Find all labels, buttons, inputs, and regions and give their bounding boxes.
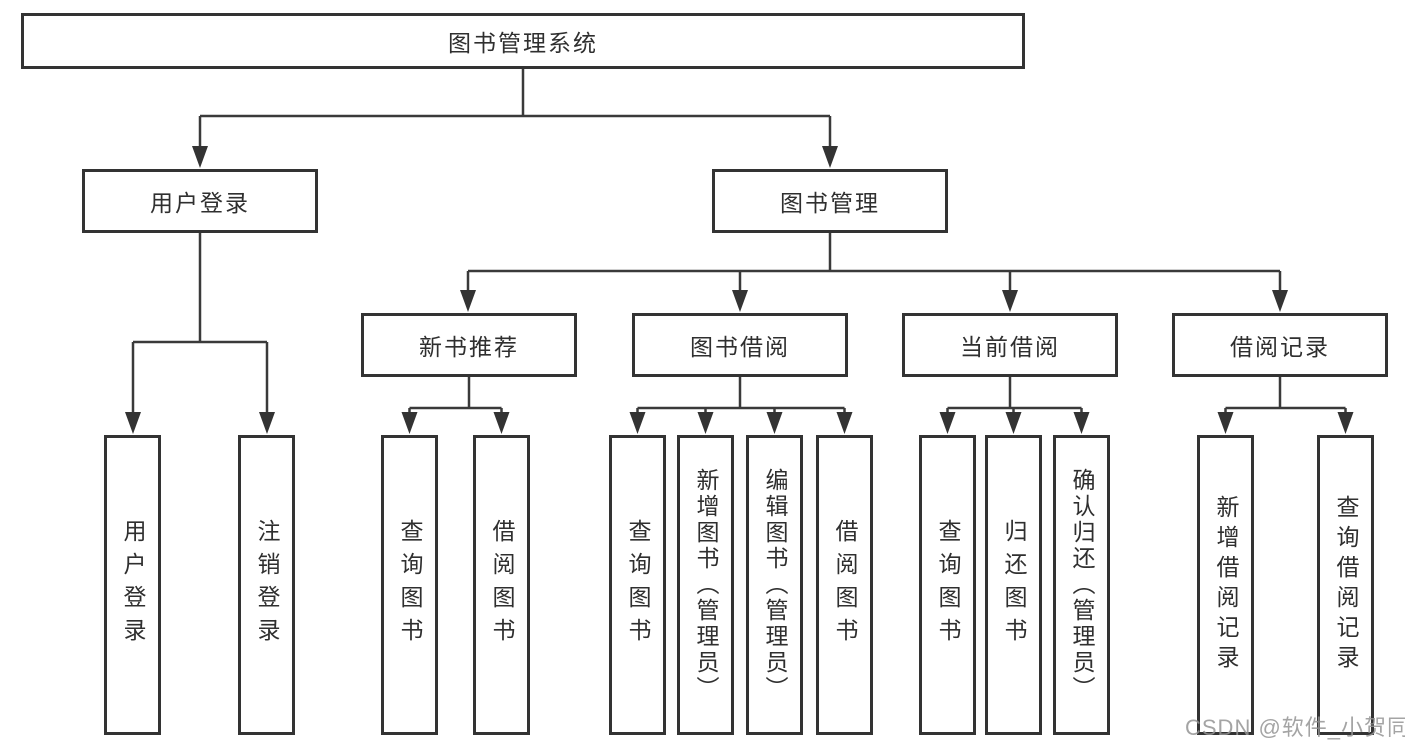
- leaf-borrow-books: 借阅图书: [473, 435, 530, 735]
- leaf-add-books-admin: 新增图书（管理员）: [677, 435, 734, 735]
- leaf-query-books-3: 查询图书: [919, 435, 976, 735]
- tree-edges: [131, 69, 1347, 412]
- node-current-borrowing: 当前借阅: [902, 313, 1118, 377]
- leaf-query-books-2: 查询图书: [609, 435, 666, 735]
- leaf-query-books: 查询图书: [381, 435, 438, 735]
- node-user-login: 用户登录: [82, 169, 318, 233]
- leaf-add-borrow-record: 新增借阅记录: [1197, 435, 1254, 735]
- node-book-borrowing: 图书借阅: [632, 313, 848, 377]
- leaf-query-borrow-record: 查询借阅记录: [1317, 435, 1374, 735]
- leaf-confirm-return-admin: 确认归还（管理员）: [1053, 435, 1110, 735]
- node-book-management-system: 图书管理系统: [21, 13, 1025, 69]
- node-book-management: 图书管理: [712, 169, 948, 233]
- node-borrowing-records: 借阅记录: [1172, 313, 1388, 377]
- node-new-book-recommendation: 新书推荐: [361, 313, 577, 377]
- leaf-edit-books-admin: 编辑图书（管理员）: [746, 435, 803, 735]
- leaf-return-books: 归还图书: [985, 435, 1042, 735]
- leaf-borrow-books-2: 借阅图书: [816, 435, 873, 735]
- csdn-watermark: CSDN @软件_小贺同学: [1185, 715, 1405, 740]
- leaf-user-login: 用户登录: [104, 435, 161, 735]
- leaf-logout: 注销登录: [238, 435, 295, 735]
- arrowheads-down: [125, 146, 1354, 434]
